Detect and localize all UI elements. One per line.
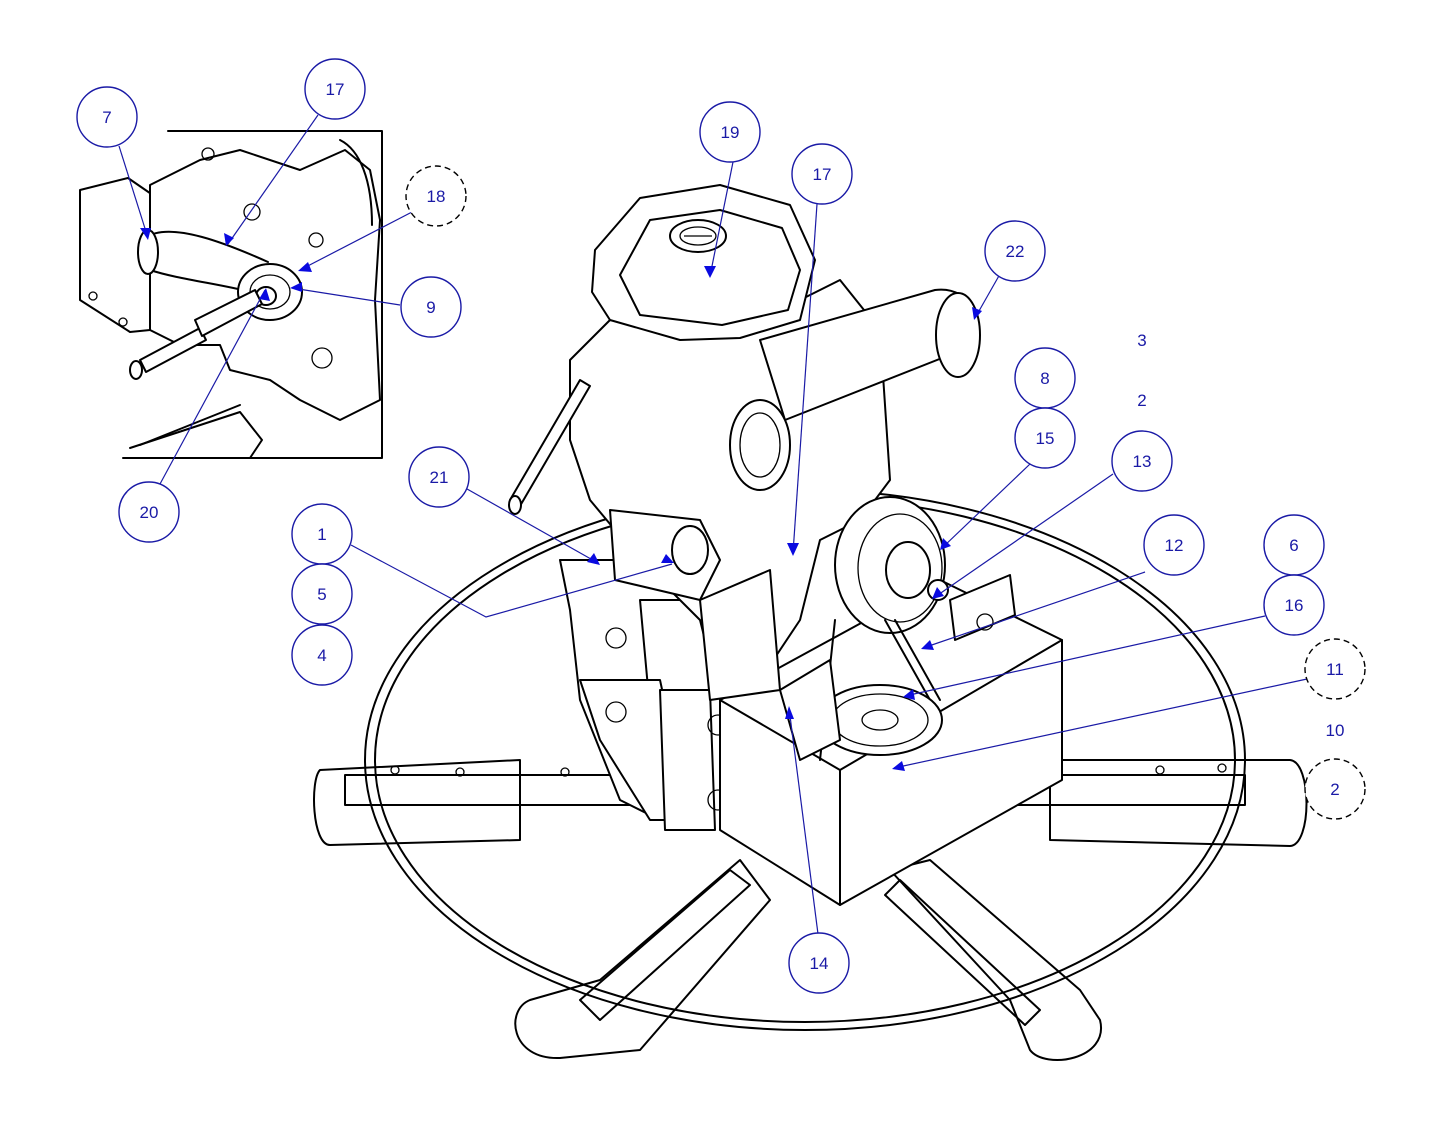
callout-label: 13 xyxy=(1133,452,1152,471)
callout-bubble: 9 xyxy=(400,276,462,338)
callout-label: 17 xyxy=(326,80,345,99)
callout-bubble: 18 xyxy=(405,165,467,227)
callout-label: 14 xyxy=(810,954,829,973)
callout-bubble: 21 xyxy=(408,446,470,508)
leader-arrowheads xyxy=(140,228,982,771)
callout-label-plain: 10 xyxy=(1326,721,1345,740)
callout-bubble: 11 xyxy=(1304,638,1366,700)
callout-bubble: 16 xyxy=(1263,574,1325,636)
leader-lines xyxy=(118,114,1308,935)
blade-right xyxy=(1049,759,1308,847)
callout-label: 7 xyxy=(102,108,111,127)
callout-label: 2 xyxy=(1137,391,1146,410)
callout-bubble: 20 xyxy=(118,481,180,543)
callout-label: 9 xyxy=(426,298,435,317)
callout-bubble: 15 xyxy=(1014,407,1076,469)
callout-bubble: 7 xyxy=(76,86,138,148)
callout-bubble: 4 xyxy=(291,624,353,686)
callout-bubbles: 7 17 18 9 20 19 17 22 3 xyxy=(76,58,1366,994)
callout-label: 15 xyxy=(1036,429,1055,448)
callout-label: 1 xyxy=(317,525,326,544)
blade-bottom-right xyxy=(889,859,1103,1061)
callout-label: 20 xyxy=(140,503,159,522)
callout-label-plain: 2 xyxy=(1137,391,1146,410)
callout-label: 17 xyxy=(813,165,832,184)
callout-bubble: 5 xyxy=(291,563,353,625)
callout-bubble: 14 xyxy=(788,932,850,994)
callout-bubble: 19 xyxy=(699,101,761,163)
power-trowel-assembly xyxy=(313,184,1308,1061)
callout-label: 21 xyxy=(430,468,449,487)
callout-bubble: 12 xyxy=(1143,514,1205,576)
callout-label: 2 xyxy=(1330,780,1339,799)
callout-label: 5 xyxy=(317,585,326,604)
callout-bubble: 2 xyxy=(1304,758,1366,820)
callout-label: 6 xyxy=(1289,536,1298,555)
callout-label: 19 xyxy=(721,123,740,142)
callout-bubble: 8 xyxy=(1014,347,1076,409)
callout-label: 4 xyxy=(317,646,326,665)
callout-label: 12 xyxy=(1165,536,1184,555)
callout-label: 8 xyxy=(1040,369,1049,388)
callout-label: 16 xyxy=(1285,596,1304,615)
callout-label: 11 xyxy=(1326,660,1344,679)
callout-bubble: 22 xyxy=(984,220,1046,282)
callout-bubble: 13 xyxy=(1111,430,1173,492)
callout-label: 10 xyxy=(1326,721,1345,740)
callout-bubble: 6 xyxy=(1263,514,1325,576)
callout-bubble: 17 xyxy=(791,143,853,205)
air-filter-cover xyxy=(591,184,816,341)
callout-label: 22 xyxy=(1006,242,1025,261)
detail-inset-view xyxy=(79,130,383,459)
callout-label: 3 xyxy=(1137,331,1146,350)
callout-bubble: 1 xyxy=(291,503,353,565)
callout-label-plain: 3 xyxy=(1137,331,1146,350)
callout-bubble: 17 xyxy=(304,58,366,120)
blade-bottom-left xyxy=(514,859,771,1060)
callout-label: 18 xyxy=(427,187,446,206)
